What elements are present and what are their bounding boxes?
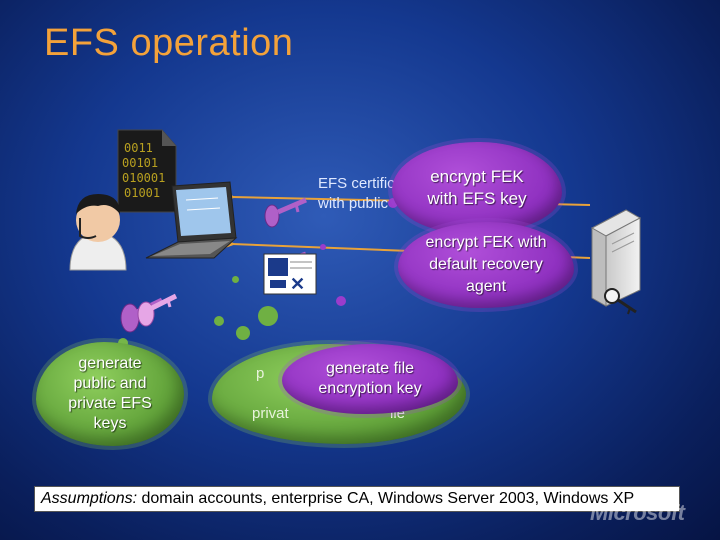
file-binary-line-4: 01001 [124, 186, 160, 200]
microsoft-logo: Microsoft [590, 500, 685, 525]
slide-title: EFS operation [44, 22, 294, 64]
efs-key-icon-top [264, 197, 307, 228]
server-icon [590, 209, 642, 307]
bubble-dot [232, 276, 239, 283]
encrypted-file-icon: 0011 00101 010001 01001 [117, 129, 177, 213]
certificate-label-line-2: with public [318, 195, 389, 212]
generate-keys-cloud: generate public and private EFS keys [36, 342, 184, 446]
bubble-dot [214, 316, 224, 326]
assumptions-label: Assumptions: [41, 490, 138, 507]
hidden-text-line-2: privat [252, 405, 289, 422]
encrypt-fek-efs-label: encrypt FEK with EFS key [427, 167, 527, 208]
certificate-icon: ✕ [263, 253, 317, 295]
certificate-label-line-1: EFS certific [318, 175, 395, 192]
bubble-dot [236, 326, 250, 340]
assumptions-box: Assumptions: domain accounts, enterprise… [34, 486, 680, 512]
generate-fek-cloud: generate file encryption key [282, 344, 458, 414]
encrypt-fek-efs-cloud: encrypt FEK with EFS key [392, 142, 562, 234]
encrypt-fek-recovery-label: encrypt FEK with default recovery agent [425, 234, 547, 295]
bubble-dot [258, 306, 278, 326]
file-binary-line-1: 0011 [124, 141, 153, 155]
assumptions-text: domain accounts, enterprise CA, Windows … [137, 490, 635, 507]
laptop-icon [145, 181, 238, 259]
private-key-icon [137, 293, 178, 327]
server-key-icon [604, 288, 637, 315]
file-binary-line-3: 010001 [122, 171, 165, 185]
generate-fek-label: generate file encryption key [318, 360, 422, 397]
bubble-dot [320, 244, 326, 250]
encrypt-fek-recovery-cloud: encrypt FEK with default recovery agent [398, 222, 574, 308]
svg-text:✕: ✕ [290, 274, 305, 294]
bubble-dot [336, 296, 346, 306]
file-binary-line-2: 00101 [122, 156, 158, 170]
hidden-text-line-1: p [256, 365, 265, 382]
bubble-dot [388, 198, 398, 208]
generate-keys-label: generate public and private EFS keys [68, 355, 152, 432]
user-icon [69, 194, 127, 271]
